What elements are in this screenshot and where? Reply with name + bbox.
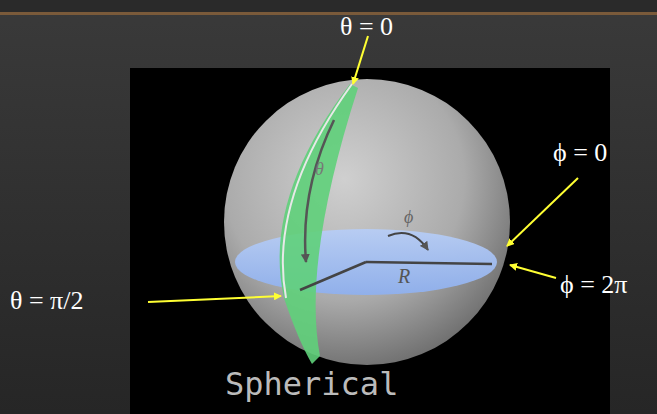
header-rule [0, 12, 657, 15]
angle-label: θ = 0 [340, 14, 393, 40]
radius-line [366, 262, 492, 264]
leader-line [148, 296, 281, 302]
sphere [224, 79, 510, 365]
leader-line [510, 265, 556, 278]
meridian-plane [280, 84, 358, 364]
symbol-label: ϕ [404, 208, 413, 226]
angle-label: θ = π/2 [10, 288, 83, 314]
symbol-label: R [398, 266, 410, 286]
symbol-label: θ [315, 160, 324, 178]
leader-line [507, 178, 578, 246]
header-bar [0, 0, 657, 12]
angle-label: ϕ = 2π [560, 272, 627, 298]
image-panel [130, 68, 610, 414]
radius-line-2 [300, 262, 366, 290]
equatorial-plane [235, 229, 497, 295]
leader-line [353, 36, 368, 84]
meridian-edge [283, 84, 352, 298]
phi-arrow [388, 233, 428, 250]
caption-text: Spherical [225, 368, 398, 400]
angle-label: ϕ = 0 [553, 140, 607, 166]
theta-arrow [305, 120, 334, 262]
